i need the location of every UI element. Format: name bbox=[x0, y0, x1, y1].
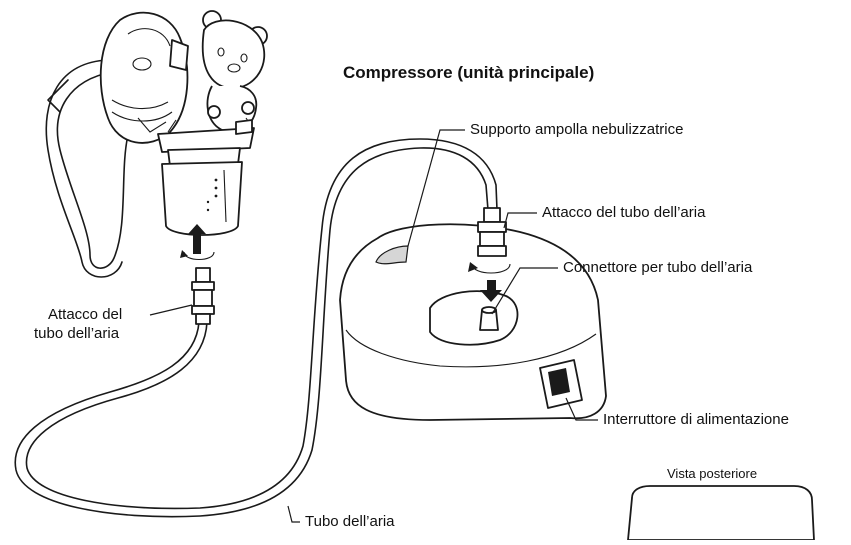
nebulizer-kit bbox=[157, 117, 255, 236]
label-attacco-tubo-left-1: Attacco del bbox=[48, 306, 123, 323]
insert-arrow-left bbox=[180, 224, 215, 261]
bear-figure bbox=[201, 10, 268, 133]
leader-lines bbox=[149, 129, 598, 523]
label-supporto-ampolla: Supporto ampolla nebulizzatrice bbox=[470, 121, 684, 138]
label-vista-posteriore: Vista posteriore bbox=[667, 466, 758, 481]
label-connettore-tubo: Connettore per tubo dell’aria bbox=[563, 259, 753, 276]
label-attacco-tubo-right: Attacco del tubo dell’aria bbox=[542, 204, 706, 221]
diagram-title: Compressore (unità principale) bbox=[343, 63, 595, 82]
label-tubo-aria: Tubo dell’aria bbox=[305, 513, 395, 530]
compressor-body bbox=[339, 223, 607, 421]
label-interruttore: Interruttore di alimentazione bbox=[603, 411, 789, 428]
mask-strap bbox=[45, 59, 129, 278]
air-tube-connector-left bbox=[191, 267, 215, 325]
air-tube-connector-right bbox=[468, 207, 511, 302]
label-attacco-tubo-left-2: tubo dell’aria bbox=[34, 325, 120, 342]
air-tube-loop bbox=[14, 138, 498, 518]
mask bbox=[99, 11, 189, 144]
rear-view bbox=[627, 485, 815, 541]
air-outlet-connector bbox=[479, 306, 499, 331]
